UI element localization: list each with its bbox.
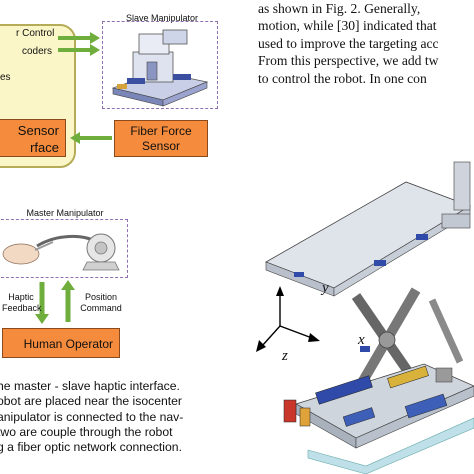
control-line-3: es [0, 72, 11, 83]
sensor-interface-box: Sensor rface [0, 119, 66, 157]
fiber-force-sensor-box: Fiber Force Sensor [114, 120, 208, 157]
haptic-label-line-1: Haptic [8, 292, 34, 302]
arrow-head-3 [70, 132, 80, 144]
arrow-head-5 [61, 280, 75, 290]
sensor-interface-line-2: rface [30, 140, 59, 155]
haptic-feedback-label: Haptic Feedback [2, 292, 42, 314]
master-manipulator-frame [0, 219, 128, 278]
master-manipulator-label: Master Manipulator [26, 208, 104, 218]
caption-line: anipulator is connected to the nav- [0, 409, 184, 424]
body-line: From this perspective, we add tw [258, 53, 439, 69]
body-line: to control the robot. In one con [258, 70, 427, 86]
sensor-interface-line-1: Sensor [17, 123, 59, 138]
position-command-label: Position Command [76, 292, 126, 314]
z-axis-line [261, 325, 281, 347]
slave-manipulator-label: Slave Manipulator [125, 13, 199, 23]
encoders-label: coders [22, 46, 53, 57]
caption-line: two are couple through the robot [0, 424, 173, 439]
fiber-force-sensor-line-1: Fiber Force [130, 124, 192, 138]
body-line: used to improve the targeting acc [258, 35, 439, 51]
diagram-arrows [35, 32, 112, 324]
haptic-label-line-2: Feedback [2, 303, 42, 313]
caption-line: he master - slave haptic interface. [0, 379, 180, 393]
body-text: as shown in Fig. 2. Generally, motion, w… [258, 0, 474, 87]
arrow-head-2 [90, 44, 100, 56]
axis-label-x: x [358, 332, 365, 348]
arrow-head-4 [35, 314, 49, 324]
fiber-force-sensor-line-2: Sensor [141, 139, 181, 153]
x-axis-line [279, 325, 313, 339]
body-line: as shown in Fig. 2. Generally, [258, 1, 421, 16]
human-operator-box: Human Operator [2, 328, 120, 358]
position-label-line-1: Position [84, 292, 118, 302]
position-label-line-2: Command [80, 303, 122, 313]
master-manipulator-image [2, 233, 120, 271]
axis-label-y: y [322, 280, 329, 296]
caption-line: obot are placed near the isocenter [0, 394, 182, 409]
axis-label-z: z [282, 348, 288, 364]
caption-line: g a fiber optic network connection. [0, 440, 182, 455]
control-label: r Control [16, 28, 55, 39]
slave-manipulator-image [111, 29, 209, 107]
body-line: motion, while [30] indicated that [258, 18, 437, 34]
robot-render [256, 161, 474, 474]
figure-caption: he master - slave haptic interface. obot… [0, 379, 252, 455]
slave-manipulator-frame [102, 21, 218, 109]
arrow-head-1 [90, 32, 100, 44]
